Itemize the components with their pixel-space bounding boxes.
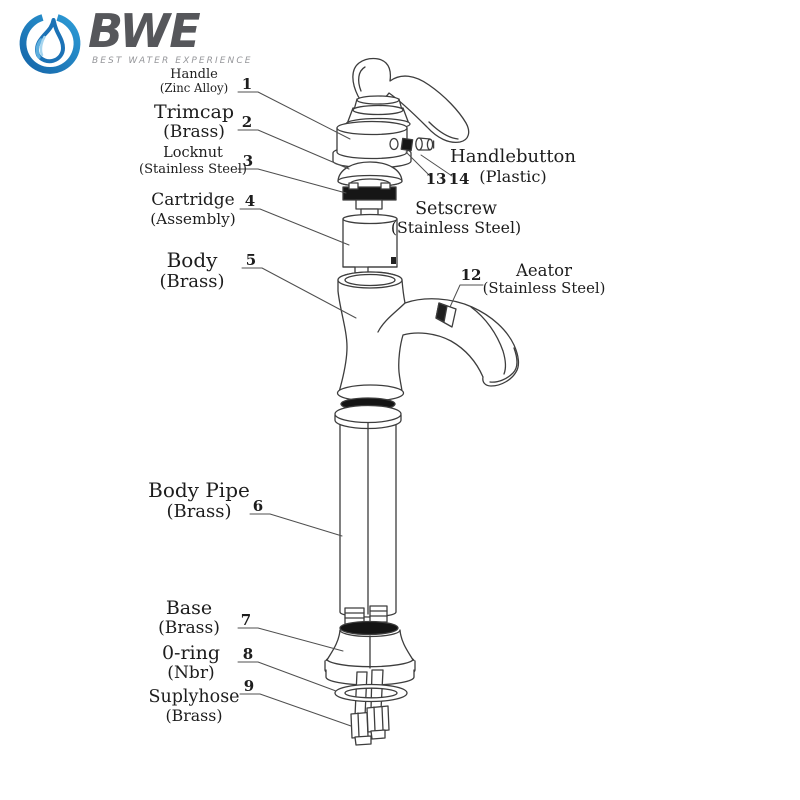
label-handlebutton: Handlebutton (Plastic): [433, 146, 593, 187]
part-name: 0-ring: [161, 642, 221, 664]
part-material: (Stainless Steel): [482, 279, 606, 298]
part-material: (Brass): [159, 271, 225, 293]
callout-9: 9: [243, 677, 255, 695]
setscrew-part-drawing: [400, 137, 414, 152]
part-name: Handlebutton: [450, 146, 576, 167]
part-material: (Nbr): [167, 663, 215, 684]
callout-5: 5: [245, 251, 257, 269]
label-locknut: Locknut (Stainless Steel): [109, 145, 277, 177]
part-name: Setscrew: [415, 199, 497, 219]
label-setscrew: Setscrew (Stainless Steel): [366, 199, 546, 238]
label-o-ring: 0-ring (Nbr): [131, 642, 251, 684]
callout-12: 12: [460, 266, 482, 284]
part-material: (Zinc Alloy): [159, 81, 229, 96]
cartridge-part-drawing: [342, 178, 398, 274]
callout-8: 8: [242, 645, 254, 663]
part-material: (Brass): [158, 618, 220, 639]
part-material: (Stainless Steel): [390, 218, 522, 238]
label-trimcap: Trimcap (Brass): [134, 101, 254, 143]
callout-4: 4: [244, 192, 256, 210]
brand-tagline: BEST WATER EXPERIENCE: [92, 56, 253, 66]
callout-6: 6: [252, 497, 264, 515]
callout-3: 3: [242, 152, 254, 170]
brand-logo: BWE BEST WATER EXPERIENCE: [12, 6, 272, 76]
body-pipe-part-drawing: [334, 404, 402, 618]
label-body-pipe: Body Pipe (Brass): [119, 478, 279, 523]
handle-neck-drawing: [345, 95, 411, 131]
part-material: (Stainless Steel): [139, 161, 247, 177]
part-material: (Brass): [163, 122, 225, 143]
brand-name: BWE: [88, 4, 201, 58]
water-drop-icon: [19, 14, 81, 74]
part-name: Locknut: [163, 145, 223, 161]
callout-14: 14: [448, 170, 470, 188]
part-material: (Plastic): [479, 166, 547, 186]
part-name: Aeator: [516, 261, 572, 280]
label-handle: Handle (Zinc Alloy): [134, 67, 254, 96]
callout-1: 1: [241, 75, 253, 93]
part-name: Body: [166, 248, 218, 272]
part-material: (Brass): [166, 501, 232, 523]
part-name: Trimcap: [154, 101, 234, 123]
part-name: Body Pipe: [148, 478, 250, 502]
o-ring-part-drawing: [334, 683, 408, 703]
body-part-drawing: [336, 271, 520, 402]
part-name: Suplyhose: [148, 687, 240, 707]
part-name: Handle: [170, 67, 218, 82]
part-name: Base: [165, 597, 213, 619]
leader-lines: [237, 91, 484, 727]
label-body: Body (Brass): [132, 248, 252, 293]
label-suplyhose: Suplyhose (Brass): [114, 687, 274, 726]
handlebutton-part-drawing: [415, 137, 435, 151]
label-cartridge: Cartridge (Assembly): [123, 190, 263, 228]
label-base: Base (Brass): [129, 597, 249, 639]
label-aeator: Aeator (Stainless Steel): [454, 261, 634, 297]
part-name: Cartridge: [151, 190, 235, 210]
callout-2: 2: [241, 113, 253, 131]
pipe-stems-drawing: [344, 605, 388, 625]
trimcap-part-drawing: [332, 120, 412, 169]
callout-13: 13: [425, 170, 447, 188]
callout-7: 7: [240, 611, 252, 629]
part-material: (Assembly): [150, 209, 236, 228]
base-part-drawing: [324, 620, 416, 686]
aeator-part-drawing: [435, 302, 457, 328]
suplyhose-part-drawing: [350, 669, 390, 746]
part-material: (Brass): [165, 706, 223, 726]
